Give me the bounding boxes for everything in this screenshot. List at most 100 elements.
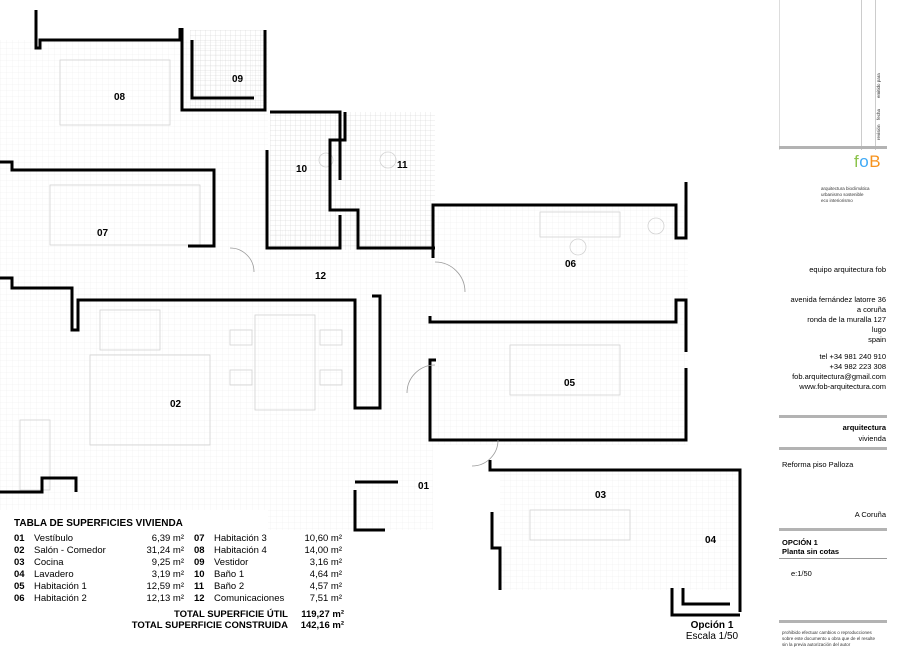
table-row: 02 Salón - Comedor 31,24 m² 08 Habitació… [14,545,344,557]
room-id: 12 [194,593,205,604]
room-name: Comunicaciones [214,593,285,604]
room-name: Baño 1 [214,569,245,580]
revision-box [779,0,888,150]
room-area: 9,25 m² [151,557,184,568]
total-built-area: TOTAL SUPERFICIE CONSTRUIDA 142,16 m² [14,620,344,631]
option-label: OPCIÓN 1 [782,538,818,547]
room-id: 05 [14,581,25,592]
rule [779,528,887,531]
header-col-issued: emitido para [876,73,881,98]
room-id: 11 [194,581,205,592]
room-label-04: 04 [705,535,717,546]
web-link[interactable]: www.fob-arquitectura.com [799,382,886,391]
room-area: 14,00 m² [304,545,343,556]
room-id: 06 [14,593,25,604]
legal-note: prohibido efectuar cambios o reproduccio… [782,630,872,635]
furniture [19,59,665,541]
room-area: 10,60 m² [304,533,343,544]
room-id: 09 [194,557,205,568]
room-name: Lavadero [34,569,74,580]
room-id: 01 [14,533,25,544]
total-built-value: 142,16 m² [300,620,344,631]
room-label-08: 08 [114,92,126,103]
room-area: 31,24 m² [146,545,185,556]
legal-note: sin la previa autorización del autor [782,642,851,647]
table-row: 04 Lavadero 3,19 m² 10 Baño 1 4,64 m² [14,569,344,581]
logo-letter-o: o [859,152,870,171]
subcategory: vivienda [858,434,886,443]
title-block: revisión fecha emitido para foB arquitec… [779,0,900,652]
room-name: Cocina [34,557,64,568]
rule [779,558,887,559]
room-area: 4,57 m² [309,581,342,592]
room-label-09: 09 [232,74,244,85]
address-line: ronda de la muralla 127 [807,315,886,324]
address-line: spain [868,335,886,344]
email-link[interactable]: fob.arquitectura@gmail.com [792,372,886,381]
doors [229,247,499,467]
header-col-revision: revisión [876,124,881,140]
room-area: 3,16 m² [309,557,342,568]
category: arquitectura [842,423,886,432]
total-built-label: TOTAL SUPERFICIE CONSTRUIDA [131,620,288,631]
city: A Coruña [854,510,886,519]
surface-table-title: TABLA DE SUPERFICIES VIVIENDA [14,518,183,529]
header-col-date: fecha [876,108,881,120]
room-area: 7,51 m² [309,593,342,604]
drawing-caption: Opción 1 Escala 1/50 [672,620,752,642]
address-line: lugo [871,325,886,334]
room-name: Habitación 1 [34,581,87,592]
team-name: equipo arquitectura fob [809,265,886,274]
room-id: 10 [194,569,205,580]
room-name: Salón - Comedor [34,545,106,556]
phone: tel +34 981 240 910 [819,352,886,361]
room-area: 6,39 m² [151,533,184,544]
logo-letter-b: B [869,152,882,171]
table-row: 01 Vestíbulo 6,39 m² 07 Habitación 3 10,… [14,533,344,545]
room-id: 03 [14,557,25,568]
room-labels: 08 09 10 11 07 12 06 02 05 01 03 04 [97,74,717,546]
option-caption: Opción 1 [690,620,734,631]
rule [779,415,887,418]
surface-table-rows: 01 Vestíbulo 6,39 m² 07 Habitación 3 10,… [14,533,344,605]
room-id: 04 [14,569,25,580]
scale-label: e:1/50 [791,569,812,578]
address-line: a coruña [856,305,886,314]
total-useful-value: 119,27 m² [301,609,344,620]
room-name: Habitación 3 [214,533,267,544]
room-label-12: 12 [315,271,327,282]
table-row: 05 Habitación 1 12,59 m² 11 Baño 2 4,57 … [14,581,344,593]
room-label-01: 01 [418,481,430,492]
room-id: 08 [194,545,205,556]
room-label-02: 02 [170,399,182,410]
room-label-05: 05 [564,378,576,389]
room-label-03: 03 [595,490,607,501]
fob-logo: foB [854,152,881,172]
plan-type: Planta sin cotas [782,547,840,556]
tagline: eco interiorismo [821,198,853,203]
walls [0,10,742,617]
total-useful-area: TOTAL SUPERFICIE ÚTIL 119,27 m² [14,609,344,620]
scale-caption: Escala 1/50 [685,631,739,642]
room-label-10: 10 [296,164,308,175]
room-id: 07 [194,533,205,544]
room-label-11: 11 [397,160,408,171]
rule [779,620,887,623]
room-name: Baño 2 [214,581,245,592]
room-label-06: 06 [565,259,577,270]
address-line: avenida fernández latorre 36 [790,295,886,304]
rule [779,447,887,450]
table-row: 06 Habitación 2 12,13 m² 12 Comunicacion… [14,593,344,605]
room-id: 02 [14,545,25,556]
room-name: Habitación 2 [34,593,87,604]
room-area: 4,64 m² [309,569,342,580]
room-area: 12,13 m² [146,593,185,604]
room-name: Habitación 4 [214,545,267,556]
phone: +34 982 223 308 [829,362,886,371]
table-row: 03 Cocina 9,25 m² 09 Vestidor 3,16 m² [14,557,344,569]
room-area: 12,59 m² [146,581,185,592]
room-name: Vestidor [214,557,249,568]
total-useful-label: TOTAL SUPERFICIE ÚTIL [173,609,288,620]
tagline: urbanismo sostenible [821,192,864,197]
room-label-07: 07 [97,228,109,239]
